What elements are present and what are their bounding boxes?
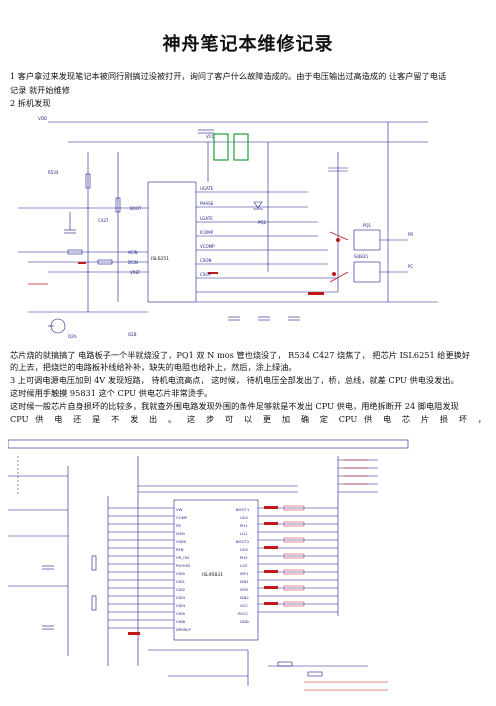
paragraph-4-cont: 这时候用手触摸 95831 这个 CPU 供电芯片非常烫手。 — [10, 388, 213, 398]
svg-text:VID6: VID6 — [176, 619, 186, 624]
paragraph-5: 这时候一般芯片自身损坏的比较多，我就查外围电路发现外围的条件足够就是不发出 CP… — [10, 401, 459, 411]
svg-text:UG1: UG1 — [240, 515, 249, 520]
svg-text:ISEN: ISEN — [176, 531, 185, 536]
svg-text:VDD: VDD — [38, 116, 47, 121]
highlight-box — [233, 133, 249, 161]
svg-text:C427: C427 — [98, 218, 109, 223]
svg-text:R534: R534 — [48, 170, 59, 175]
page-title: 神舟笔记本维修记录 — [162, 34, 334, 55]
svg-text:BOOT2: BOOT2 — [236, 539, 250, 544]
paragraph-3: 芯片烧的就搞搞了 电路板子一个半就烧没了，PQ1 双 N mos 管也烧没了， … — [10, 350, 471, 360]
svg-text:VREF: VREF — [130, 270, 141, 275]
svg-text:CSON: CSON — [200, 258, 211, 263]
svg-text:PQ2: PQ2 — [258, 220, 267, 225]
svg-text:VSEN: VSEN — [176, 539, 186, 544]
svg-text:VCC: VCC — [240, 603, 248, 608]
red-marks — [78, 238, 340, 295]
svg-text:BOOT: BOOT — [130, 206, 142, 211]
svg-text:UGATE: UGATE — [200, 186, 214, 191]
svg-text:PHASE: PHASE — [200, 201, 214, 206]
svg-text:VID2: VID2 — [176, 587, 186, 592]
svg-text:ISL95831: ISL95831 — [202, 572, 223, 578]
svg-text:RTN: RTN — [176, 547, 184, 552]
svg-text:LGATE: LGATE — [200, 216, 213, 221]
svg-text:VID3: VID3 — [176, 595, 186, 600]
svg-text:VW: VW — [176, 507, 183, 512]
svg-text:PGOOD: PGOOD — [176, 563, 190, 568]
red-marks-2 — [128, 506, 278, 635]
svg-text:ICOMP: ICOMP — [200, 230, 214, 235]
svg-text:CSOP: CSOP — [200, 272, 211, 277]
svg-text:BOOT1: BOOT1 — [236, 507, 250, 512]
svg-text:Q2B: Q2B — [128, 332, 137, 337]
svg-text:DPRSLP: DPRSLP — [176, 627, 191, 632]
schematic-figure-1: ISL6251 BOOT UGATE PHASE LGATE ICOMP VCO… — [8, 112, 452, 344]
svg-text:ACIN: ACIN — [128, 250, 138, 255]
svg-text:Q2A: Q2A — [68, 334, 77, 339]
svg-text:VCC: VCC — [206, 134, 215, 139]
svg-text:ISN1: ISN1 — [240, 579, 249, 584]
svg-text:PH2: PH2 — [240, 555, 248, 560]
svg-text:PQ1: PQ1 — [363, 223, 372, 228]
schematic-2-svg: ISL95831 VW COMP FB ISEN VSEN RTN VR_ON PGOOD… — [7, 439, 409, 691]
svg-text:PVCC: PVCC — [238, 611, 249, 616]
svg-text:SI4835: SI4835 — [354, 254, 368, 259]
svg-text:PH1: PH1 — [240, 523, 248, 528]
svg-text:PC: PC — [408, 264, 413, 269]
svg-text:ISP2: ISP2 — [240, 587, 249, 592]
svg-text:VID0: VID0 — [176, 571, 186, 576]
paragraph-1: 1 客户拿过来发现笔记本被同行刚搞过没被打开，询问了客户什么故障造成的。由于电压… — [10, 71, 447, 81]
svg-text:PR: PR — [408, 232, 413, 237]
svg-text:FB: FB — [176, 523, 181, 528]
paragraph-1-cont: 记录 就开始维修 — [10, 85, 70, 95]
svg-text:VCOMP: VCOMP — [200, 244, 215, 249]
svg-text:COMP: COMP — [176, 515, 188, 520]
svg-text:DCIN: DCIN — [128, 260, 138, 265]
schematic-figure-2: ISL95831 VW COMP FB ISEN VSEN RTN VR_ON PGOOD… — [7, 436, 412, 691]
svg-text:ISN2: ISN2 — [240, 595, 249, 600]
svg-text:LG1: LG1 — [240, 531, 248, 536]
svg-text:VID5: VID5 — [176, 611, 186, 616]
svg-text:GND: GND — [240, 619, 249, 624]
svg-text:ISP1: ISP1 — [240, 571, 249, 576]
svg-text:VID4: VID4 — [176, 603, 186, 608]
paragraph-4: 3 上可调电源电压加到 4V 发现短路， 待机电流高点， 这时候， 待机电压全部… — [10, 375, 459, 385]
svg-text:ISL6251: ISL6251 — [151, 256, 169, 262]
paragraph-3-cont: 的上去，把烧烂的电路板补线给补补，缺失的电阻也给补上，然后，涂上绿油。 — [10, 362, 297, 372]
svg-text:LG2: LG2 — [240, 563, 248, 568]
svg-text:VR_ON: VR_ON — [176, 555, 189, 560]
highlight-box — [213, 133, 229, 161]
schematic-1-svg: ISL6251 BOOT UGATE PHASE LGATE ICOMP VCO… — [18, 116, 438, 339]
svg-text:UG2: UG2 — [240, 547, 249, 552]
svg-text:VID1: VID1 — [176, 579, 186, 584]
paragraph-5-cont: CPU 供 电 还 是 不 发 出 。 这 步 可 以 更 加 确 定 CPU … — [10, 414, 486, 424]
paragraph-2: 2 拆机发现 — [10, 98, 51, 108]
